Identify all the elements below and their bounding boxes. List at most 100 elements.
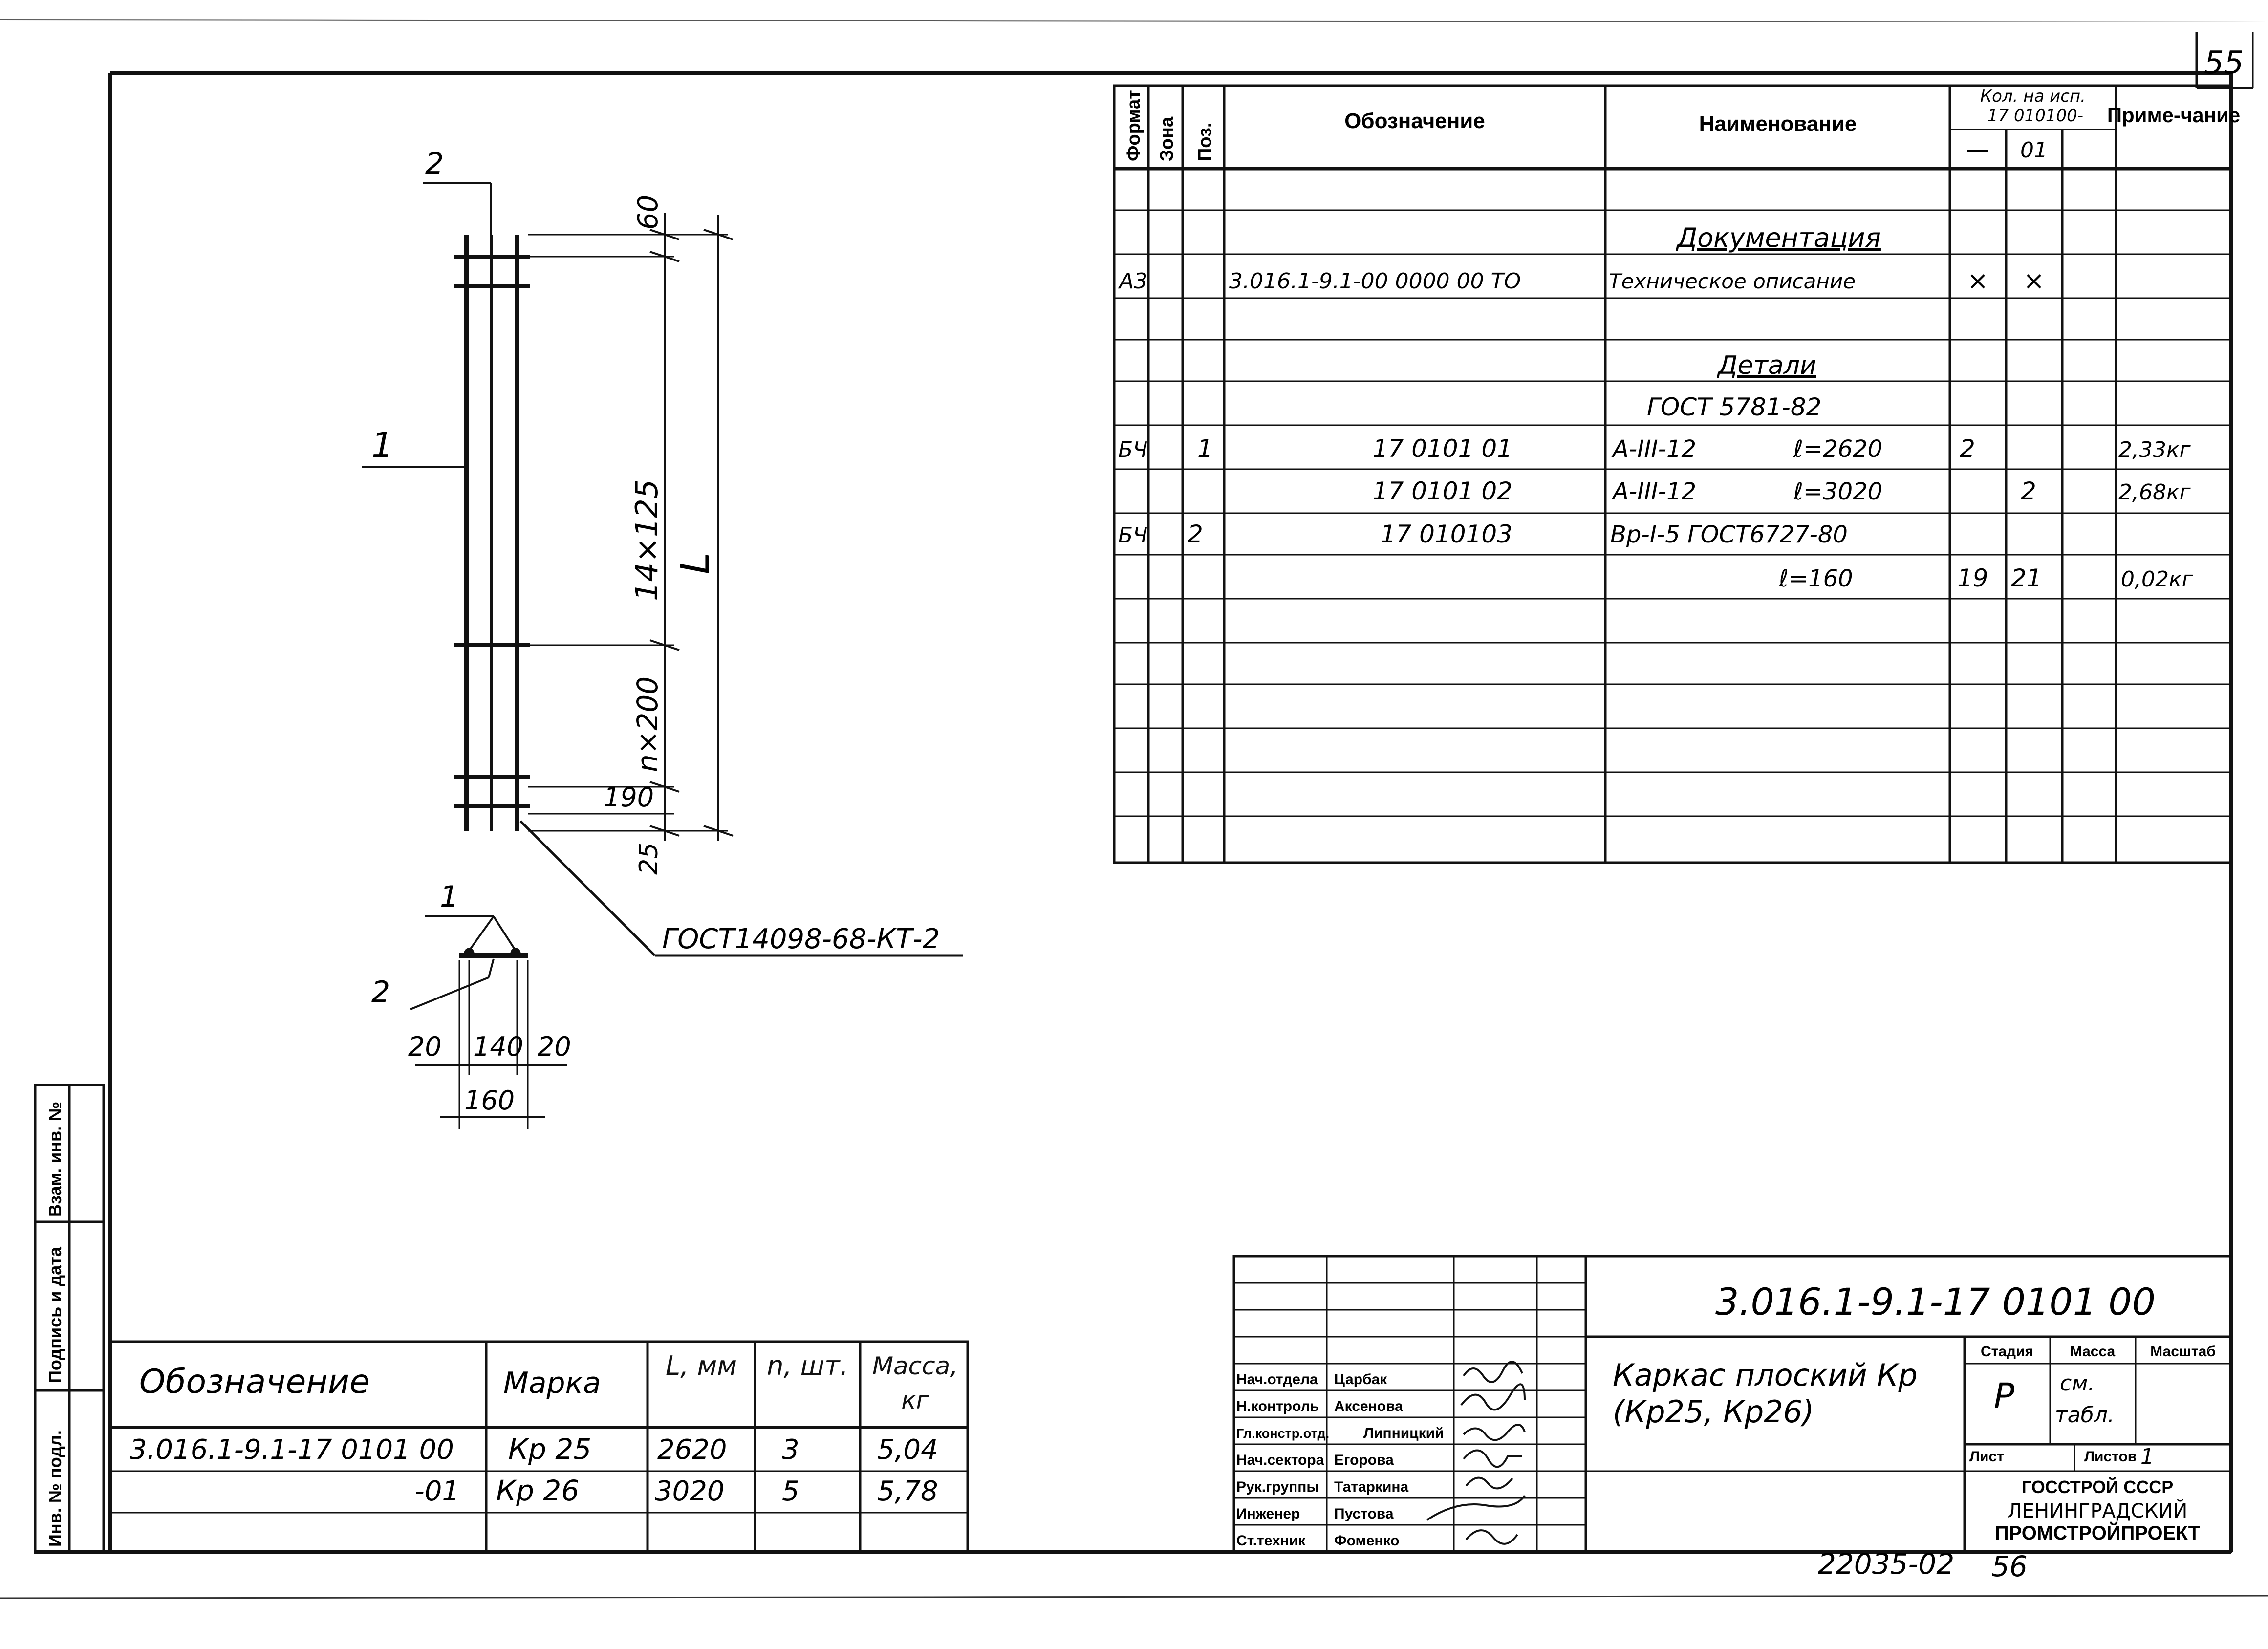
section-leader-2: 2 bbox=[371, 975, 390, 1009]
tb-stage-label: Стадия bbox=[1981, 1344, 2033, 1360]
marks-row2-mark: Кр 26 bbox=[496, 1474, 579, 1507]
row3-format: БЧ bbox=[1118, 523, 1147, 548]
doc-designation: 3.016.1-9.1-00 0000 00 ТО bbox=[1229, 269, 1521, 294]
marks-hdr-n: n, шт. bbox=[767, 1350, 848, 1381]
row1-length: ℓ=2620 bbox=[1793, 435, 1882, 463]
dim-nx200: n×200 bbox=[631, 676, 664, 772]
row1-q1: 2 bbox=[1960, 434, 1975, 463]
side-vzam: Взам. инв. № bbox=[45, 1102, 65, 1217]
tb-role-4: Рук.группы bbox=[1236, 1479, 1319, 1495]
dim-14x125: 14×125 bbox=[629, 479, 665, 601]
hdr-designation: Обозначение bbox=[1344, 109, 1485, 133]
hdr-qty-dash: — bbox=[1967, 137, 1988, 161]
dim-60: 60 bbox=[632, 195, 664, 230]
row2-designation: 17 0101 02 bbox=[1373, 477, 1512, 505]
row3-designation: 17 010103 bbox=[1381, 520, 1512, 548]
tb-name-2: Липницкий bbox=[1363, 1425, 1444, 1441]
marks-hdr-designation: Обозначение bbox=[139, 1363, 370, 1401]
marks-hdr-mark: Марка bbox=[503, 1366, 601, 1400]
marks-row2-mass: 5,78 bbox=[877, 1475, 938, 1507]
tb-title-line1: Каркас плоский Кр bbox=[1613, 1357, 1918, 1393]
marks-hdr-mass: Масса, кг bbox=[872, 1352, 958, 1414]
hdr-pos: Поз. bbox=[1195, 123, 1215, 161]
tb-mass-label: Масса bbox=[2070, 1344, 2116, 1360]
tb-sheets-val: 1 bbox=[2140, 1444, 2154, 1469]
doc-format: А3 bbox=[1118, 269, 1147, 294]
section-leader-1: 1 bbox=[440, 880, 458, 914]
title-block-grid bbox=[1232, 1255, 2232, 1553]
sheet-frame bbox=[0, 19, 2268, 1599]
footer-num: 56 bbox=[1991, 1550, 2028, 1583]
tb-name-6: Фоменко bbox=[1334, 1533, 1399, 1549]
tb-org2: ЛЕНИНГРАДСКИЙ bbox=[2008, 1499, 2188, 1522]
side-stamp bbox=[34, 1084, 105, 1553]
tb-org1: ГОССТРОЙ СССР bbox=[2022, 1476, 2173, 1497]
row1-note: 2,33кг bbox=[2118, 437, 2191, 462]
row2-note: 2,68кг bbox=[2118, 480, 2191, 505]
tb-sheet-label: Лист bbox=[1969, 1449, 2004, 1465]
marks-row2-L: 3020 bbox=[655, 1475, 725, 1507]
doc-name: Техническое описание bbox=[1609, 269, 1856, 293]
tb-name-5: Пустова bbox=[1334, 1506, 1394, 1522]
spec-table-grid bbox=[1113, 84, 2232, 864]
tb-title-line2: (Кр25, Кр26) bbox=[1613, 1394, 1814, 1430]
row4-q1: 19 bbox=[1957, 564, 1988, 592]
row3-pos: 2 bbox=[1188, 520, 1203, 548]
tb-role-6: Ст.техник bbox=[1236, 1533, 1306, 1549]
hdr-qty-code: 17 010100- bbox=[1987, 106, 2083, 126]
marks-hdr-L: L, мм bbox=[666, 1350, 737, 1381]
tb-role-2: Гл.констр.отд. bbox=[1236, 1426, 1329, 1441]
dim-20a: 20 bbox=[408, 1031, 442, 1062]
dim-L: L bbox=[672, 552, 718, 574]
tb-mass-val2: табл. bbox=[2055, 1403, 2115, 1428]
tb-name-1: Аксенова bbox=[1334, 1398, 1403, 1414]
hdr-name: Наименование bbox=[1699, 112, 1857, 136]
tb-role-5: Инженер bbox=[1236, 1506, 1300, 1522]
row1-designation: 17 0101 01 bbox=[1373, 434, 1512, 463]
dim-140: 140 bbox=[473, 1031, 523, 1062]
marks-row1-mass: 5,04 bbox=[877, 1434, 938, 1466]
tb-scale-label: Масштаб bbox=[2150, 1344, 2216, 1360]
row1-pos: 1 bbox=[1197, 434, 1213, 463]
cage-section bbox=[410, 915, 567, 1129]
tb-mass-val1: см. bbox=[2060, 1371, 2095, 1396]
marks-table-grid bbox=[108, 1340, 969, 1553]
tb-code: 3.016.1-9.1-17 0101 00 bbox=[1715, 1280, 2156, 1324]
cage-elevation bbox=[362, 182, 963, 957]
hdr-zone: Зона bbox=[1157, 116, 1177, 161]
tb-role-1: Н.контроль bbox=[1236, 1398, 1319, 1414]
sheet-number: 55 bbox=[2204, 45, 2244, 81]
signatures bbox=[1426, 1361, 1526, 1545]
tb-sheets-label: Листов bbox=[2084, 1449, 2137, 1465]
dim-190: 190 bbox=[604, 782, 654, 813]
tb-name-0: Царбак bbox=[1334, 1371, 1387, 1388]
row3-name: Вр-I-5 ГОСТ6727-80 bbox=[1610, 521, 1848, 548]
tb-name-3: Егорова bbox=[1334, 1452, 1394, 1468]
doc-q2: × bbox=[2023, 266, 2045, 296]
row2-q2: 2 bbox=[2021, 477, 2036, 505]
tb-name-4: Татаркина bbox=[1334, 1479, 1409, 1495]
gost-parts: ГОСТ 5781-82 bbox=[1647, 393, 1821, 421]
hdr-format: Формат bbox=[1123, 90, 1144, 161]
dim-160: 160 bbox=[464, 1085, 515, 1116]
tb-role-0: Нач.отдела bbox=[1236, 1371, 1318, 1388]
row2-name: А-III-12 bbox=[1611, 478, 1696, 505]
side-podpis: Подпись и дата bbox=[45, 1246, 65, 1383]
doc-q1: × bbox=[1967, 266, 1988, 296]
marks-row1-designation: 3.016.1-9.1-17 0101 00 bbox=[130, 1434, 454, 1466]
leader-2-label: 2 bbox=[425, 147, 444, 181]
marks-row1-n: 3 bbox=[782, 1434, 799, 1466]
hdr-note: Приме-чание bbox=[2107, 104, 2240, 127]
dim-25: 25 bbox=[634, 843, 664, 875]
dim-20b: 20 bbox=[538, 1031, 571, 1062]
row1-name: А-III-12 bbox=[1611, 435, 1696, 463]
row4-length: ℓ=160 bbox=[1778, 565, 1853, 592]
footer-code: 22035-02 bbox=[1818, 1547, 1954, 1581]
side-inv-podl: Инв. № подл. bbox=[45, 1430, 65, 1547]
leader-1-label: 1 bbox=[371, 425, 393, 465]
section-docs: Документация bbox=[1676, 222, 1881, 253]
marks-row2-designation: -01 bbox=[415, 1475, 459, 1507]
row4-note: 0,02кг bbox=[2121, 567, 2194, 592]
marks-row1-mark: Кр 25 bbox=[508, 1432, 591, 1466]
